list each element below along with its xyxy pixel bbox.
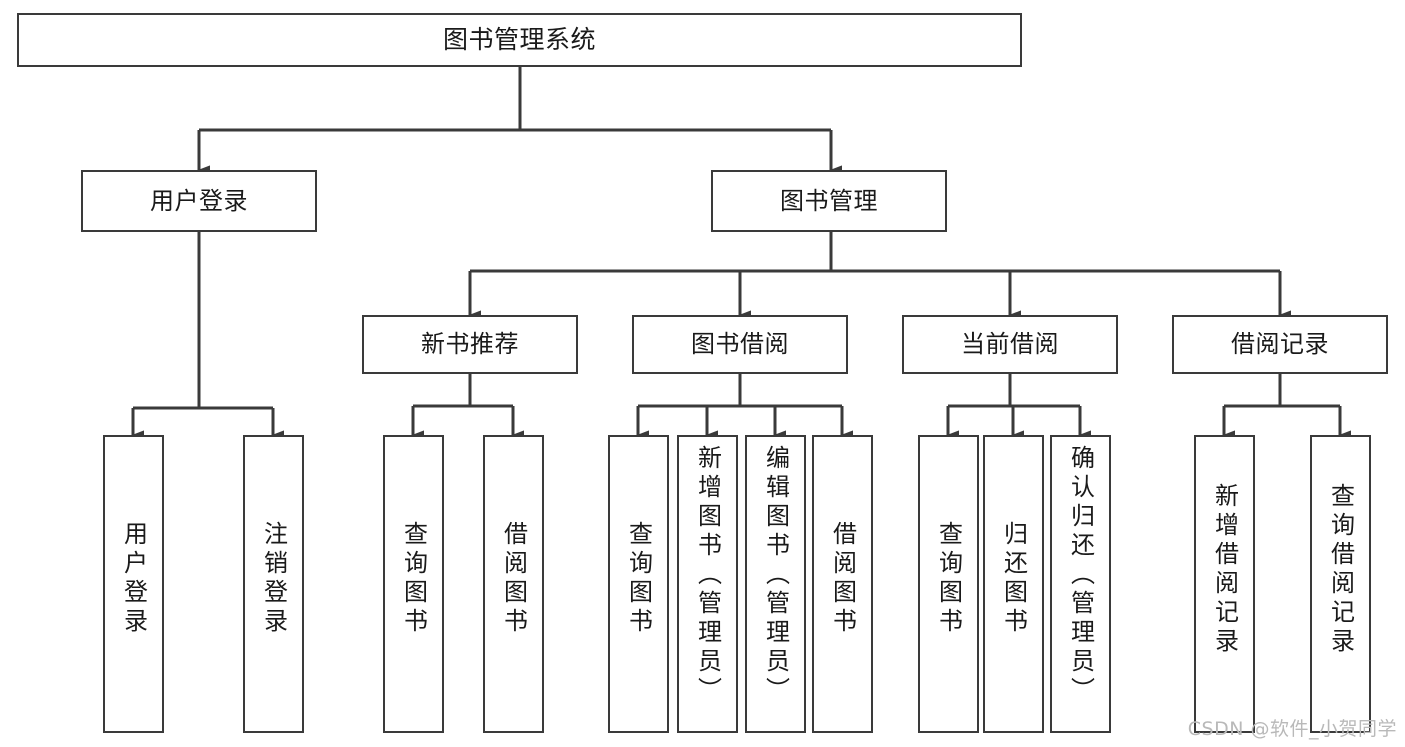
node-label: 图书管理系统 [442, 25, 596, 55]
leaf-query-book-3[interactable]: 查询图书 [918, 435, 979, 733]
leaf-confirm-return[interactable]: 确认归还（管理员） [1050, 435, 1111, 733]
leaf-logout[interactable]: 注销登录 [243, 435, 304, 733]
node-label: 借阅记录 [1231, 330, 1329, 359]
leaf-query-book-1[interactable]: 查询图书 [383, 435, 444, 733]
leaf-user-login[interactable]: 用户登录 [103, 435, 164, 733]
node-label: 用户登录 [119, 521, 148, 637]
node-new-book-recommendation[interactable]: 新书推荐 [362, 315, 578, 374]
node-current-borrowing[interactable]: 当前借阅 [902, 315, 1118, 374]
leaf-add-book[interactable]: 新增图书（管理员） [677, 435, 738, 733]
node-label: 用户登录 [150, 186, 248, 215]
node-label: 借阅图书 [499, 521, 528, 637]
csdn-watermark: CSDN @软件_小贺同学 [1187, 718, 1397, 740]
node-label: 图书借阅 [691, 330, 789, 359]
node-root-system[interactable]: 图书管理系统 [17, 13, 1022, 67]
node-label: 借阅图书 [828, 521, 857, 637]
node-label: 查询借阅记录 [1326, 483, 1355, 657]
node-label: 新增图书（管理员） [693, 445, 722, 706]
leaf-borrow-book-2[interactable]: 借阅图书 [812, 435, 873, 733]
leaf-add-borrow-record[interactable]: 新增借阅记录 [1194, 435, 1255, 733]
node-borrowing-record[interactable]: 借阅记录 [1172, 315, 1388, 374]
node-label: 编辑图书（管理员） [761, 445, 790, 706]
node-label: 新增借阅记录 [1210, 483, 1239, 657]
leaf-query-book-2[interactable]: 查询图书 [608, 435, 669, 733]
node-label: 查询图书 [399, 521, 428, 637]
node-label: 查询图书 [934, 521, 963, 637]
leaf-edit-book[interactable]: 编辑图书（管理员） [745, 435, 806, 733]
node-label: 确认归还（管理员） [1066, 445, 1095, 706]
node-book-borrowing[interactable]: 图书借阅 [632, 315, 848, 374]
node-user-login[interactable]: 用户登录 [81, 170, 317, 232]
leaf-borrow-book-1[interactable]: 借阅图书 [483, 435, 544, 733]
node-label: 新书推荐 [421, 330, 519, 359]
node-label: 图书管理 [780, 186, 878, 215]
node-label: 当前借阅 [961, 330, 1059, 359]
node-label: 注销登录 [259, 521, 288, 637]
leaf-query-borrow-record[interactable]: 查询借阅记录 [1310, 435, 1371, 733]
node-label: 归还图书 [999, 521, 1028, 637]
node-book-management[interactable]: 图书管理 [711, 170, 947, 232]
node-label: 查询图书 [624, 521, 653, 637]
leaf-return-book[interactable]: 归还图书 [983, 435, 1044, 733]
